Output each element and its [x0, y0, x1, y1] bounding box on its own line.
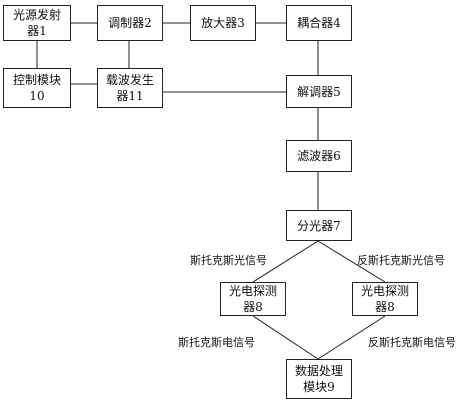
control-module-line1: 控制模块 — [12, 73, 61, 87]
light-source-line1: 光源发射 — [12, 8, 61, 22]
detector-left-line2: 器8 — [243, 300, 263, 314]
coupler-box: 耦合器4 — [286, 5, 352, 41]
stokes-light-label: 斯托克斯光信号 — [190, 254, 267, 267]
detector-right-box: 光电探测 器8 — [352, 282, 418, 316]
filter-box: 滤波器6 — [286, 140, 352, 172]
link-detector-right-processing — [317, 315, 386, 360]
link-splitter-detector-right — [317, 240, 386, 283]
data-processing-line2: 模块9 — [303, 380, 335, 394]
detector-left-box: 光电探测 器8 — [220, 282, 286, 316]
detector-left-line1: 光电探测 — [228, 284, 277, 298]
anti-stokes-light-label: 反斯托克斯光信号 — [357, 254, 445, 267]
link-splitter-detector-left — [252, 240, 319, 283]
carrier-generator-line2: 器11 — [116, 89, 144, 103]
carrier-generator-line1: 载波发生 — [105, 73, 154, 87]
anti-stokes-electric-label: 反斯托克斯电信号 — [368, 336, 456, 349]
light-source-box: 光源发射 器1 — [3, 5, 71, 41]
demodulator-box: 解调器5 — [286, 75, 352, 108]
stokes-electric-label: 斯托克斯电信号 — [178, 336, 255, 349]
control-module-line2: 10 — [29, 89, 45, 103]
control-module-box: 控制模块 10 — [3, 68, 71, 108]
amplifier-label: 放大器3 — [201, 16, 245, 30]
detector-right-line1: 光电探测 — [360, 284, 409, 298]
detector-right-line2: 器8 — [375, 300, 395, 314]
data-processing-box: 数据处理 模块9 — [286, 359, 352, 399]
amplifier-box: 放大器3 — [190, 5, 256, 41]
data-processing-line1: 数据处理 — [294, 364, 343, 378]
light-source-line2: 器1 — [27, 24, 47, 38]
coupler-label: 耦合器4 — [297, 16, 341, 30]
demodulator-label: 解调器5 — [297, 84, 341, 99]
link-detector-left-processing — [252, 315, 319, 360]
carrier-generator-box: 载波发生 器11 — [97, 68, 163, 108]
splitter-box: 分光器7 — [286, 210, 352, 241]
modulator-box: 调制器2 — [97, 5, 163, 41]
modulator-label: 调制器2 — [108, 16, 152, 30]
splitter-label: 分光器7 — [297, 218, 341, 233]
filter-label: 滤波器6 — [297, 149, 341, 163]
